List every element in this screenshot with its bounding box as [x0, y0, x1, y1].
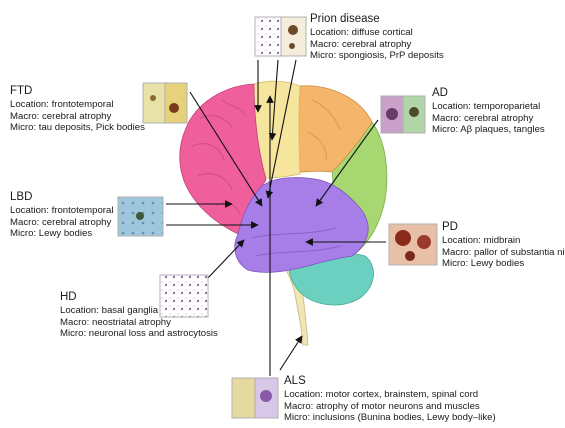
disease-location: Location: temporoparietal	[432, 101, 545, 113]
disease-micro: Micro: Lewy bodies	[442, 258, 565, 270]
micrograph-als	[232, 378, 278, 418]
disease-name: LBD	[10, 190, 113, 204]
disease-macro: Macro: cerebral atrophy	[10, 217, 113, 229]
disease-macro: Macro: cerebral atrophy	[432, 113, 545, 125]
disease-name: Prion disease	[310, 12, 444, 26]
disease-location: Location: motor cortex, brainstem, spina…	[284, 389, 496, 401]
label-ad: AD Location: temporoparietal Macro: cere…	[432, 86, 545, 136]
disease-micro: Micro: tau deposits, Pick bodies	[10, 122, 145, 134]
micrograph-prion	[255, 17, 306, 56]
disease-name: HD	[60, 290, 218, 304]
micrograph-pd	[389, 224, 437, 265]
disease-macro: Macro: atrophy of motor neurons and musc…	[284, 401, 496, 413]
micrograph-lbd	[118, 197, 163, 236]
micrograph-ad	[381, 96, 425, 133]
disease-micro: Micro: spongiosis, PrP deposits	[310, 50, 444, 62]
label-ftd: FTD Location: frontotemporal Macro: cere…	[10, 84, 145, 134]
label-hd: HD Location: basal ganglia Macro: neostr…	[60, 290, 218, 340]
disease-name: PD	[442, 220, 565, 234]
label-lbd: LBD Location: frontotemporal Macro: cere…	[10, 190, 113, 240]
disease-micro: Micro: Aβ plaques, tangles	[432, 124, 545, 136]
disease-micro: Micro: Lewy bodies	[10, 228, 113, 240]
label-als: ALS Location: motor cortex, brainstem, s…	[284, 374, 496, 424]
disease-macro: Macro: neostriatal atrophy	[60, 317, 218, 329]
micrograph-ftd	[143, 83, 187, 123]
disease-location: Location: diffuse cortical	[310, 27, 444, 39]
label-pd: PD Location: midbrain Macro: pallor of s…	[442, 220, 565, 270]
disease-name: ALS	[284, 374, 496, 388]
disease-location: Location: midbrain	[442, 235, 565, 247]
disease-micro: Micro: inclusions (Bunina bodies, Lewy b…	[284, 412, 496, 424]
disease-macro: Macro: cerebral atrophy	[310, 39, 444, 51]
label-prion-disease: Prion disease Location: diffuse cortical…	[310, 12, 444, 62]
disease-location: Location: frontotemporal	[10, 205, 113, 217]
disease-location: Location: frontotemporal	[10, 99, 145, 111]
disease-location: Location: basal ganglia	[60, 305, 218, 317]
disease-macro: Macro: cerebral atrophy	[10, 111, 145, 123]
disease-name: AD	[432, 86, 545, 100]
disease-micro: Micro: neuronal loss and astrocytosis	[60, 328, 218, 340]
disease-name: FTD	[10, 84, 145, 98]
disease-macro: Macro: pallor of substantia nigra	[442, 247, 565, 259]
